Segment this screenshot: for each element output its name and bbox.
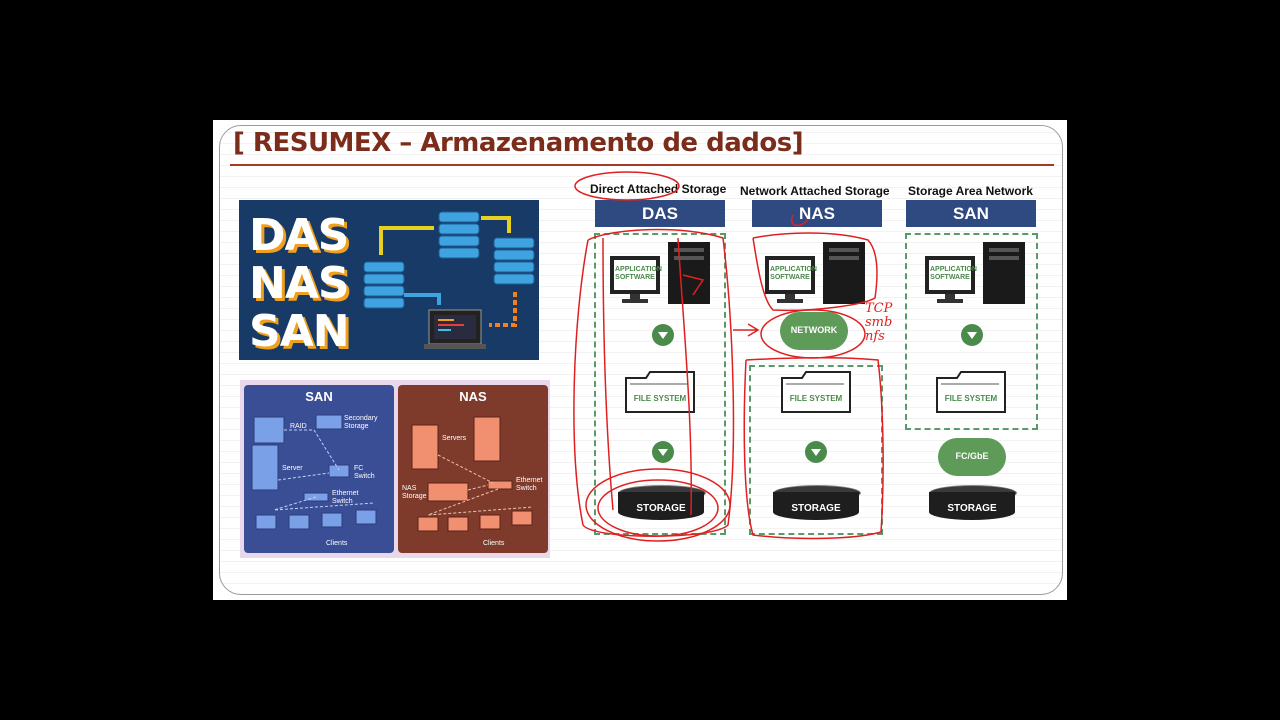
nas-app-label: APPLICATION SOFTWARE [770, 266, 817, 281]
note-tcp: TCP [865, 301, 893, 316]
das-storage-label: STORAGE [618, 492, 704, 520]
san-vs-nas-diagram: SAN RAID Secondary Storage Server FC Swi… [240, 380, 550, 558]
note-nfs: nfs [865, 329, 885, 344]
nas-network-icon [411, 416, 534, 532]
san-computer: APPLICATION SOFTWARE [923, 240, 1033, 304]
san-fs-label: FILE SYSTEM [944, 394, 998, 403]
san-label-server: Server [282, 465, 303, 472]
nas-panel: NAS Servers NAS Storage Ethernet Switch … [398, 385, 548, 553]
nas-network-cloud: NETWORK [780, 312, 848, 350]
nas-label-ethernet-switch: Ethernet Switch [516, 477, 543, 492]
folder-icon [781, 371, 851, 413]
das-fs-label: FILE SYSTEM [633, 394, 687, 403]
san-storage-label: STORAGE [929, 492, 1015, 520]
das-computer: APPLICATION SOFTWARE [608, 240, 718, 304]
computer-icon [925, 242, 1025, 304]
nas-header-bar: NAS [752, 200, 882, 227]
nas-panel-title: NAS [459, 389, 487, 404]
das-header-bar: DAS [595, 200, 725, 227]
san-panel-title: SAN [305, 389, 333, 404]
das-arrow-2-icon [652, 441, 674, 463]
san-label-raid: RAID [290, 423, 307, 430]
san-label-fc-switch: FC Switch [354, 465, 375, 480]
nas-arrow-icon [805, 441, 827, 463]
san-label-clients: Clients [326, 540, 348, 547]
san-network-icon [251, 414, 377, 530]
folder-icon [625, 371, 695, 413]
nas-label-servers: Servers [442, 435, 467, 442]
san-arrow-icon [961, 324, 983, 346]
san-header-bar: SAN [906, 200, 1036, 227]
san-app-label: APPLICATION SOFTWARE [930, 266, 977, 281]
server-stacks-icon [363, 211, 535, 349]
nas-computer: APPLICATION SOFTWARE [763, 240, 873, 304]
das-storage: STORAGE [618, 485, 706, 527]
folder-icon [936, 371, 1006, 413]
nas-fs-label: FILE SYSTEM [789, 394, 843, 403]
nas-label-nas-storage: NAS Storage [402, 485, 427, 500]
san-label-secondary-storage: Secondary Storage [344, 415, 378, 430]
san-dashed-box [905, 233, 1038, 430]
das-nas-san-illustration: DAS NAS SAN [239, 200, 539, 360]
das-app-label: APPLICATION SOFTWARE [615, 266, 662, 281]
title-underline [230, 164, 1054, 166]
san-folder: FILE SYSTEM [935, 370, 1007, 414]
nas-label-clients: Clients [483, 540, 505, 547]
nas-storage: STORAGE [773, 485, 861, 527]
das-arrow-1-icon [652, 324, 674, 346]
protocol-handwritten-notes: TCP smb nfs [865, 302, 892, 344]
illustration-word-san: SAN [249, 306, 350, 357]
slide-title: [ RESUMEX – Armazenamento de dados] [233, 128, 804, 158]
illustration-word-nas: NAS [249, 258, 350, 309]
das-folder: FILE SYSTEM [624, 370, 696, 414]
san-label-ethernet-switch: Ethernet Switch [332, 490, 359, 505]
note-smb: smb [865, 315, 893, 330]
das-heading: Direct Attached Storage [590, 182, 727, 196]
nas-heading: Network Attached Storage [740, 184, 890, 198]
slide: [ RESUMEX – Armazenamento de dados] DAS … [213, 120, 1067, 600]
nas-folder: FILE SYSTEM [780, 370, 852, 414]
illustration-word-das: DAS [249, 210, 349, 261]
san-network-cloud: FC/GbE [938, 438, 1006, 476]
san-panel: SAN RAID Secondary Storage Server FC Swi… [244, 385, 394, 553]
san-heading: Storage Area Network [908, 184, 1033, 198]
san-storage: STORAGE [929, 485, 1017, 527]
nas-storage-label: STORAGE [773, 492, 859, 520]
